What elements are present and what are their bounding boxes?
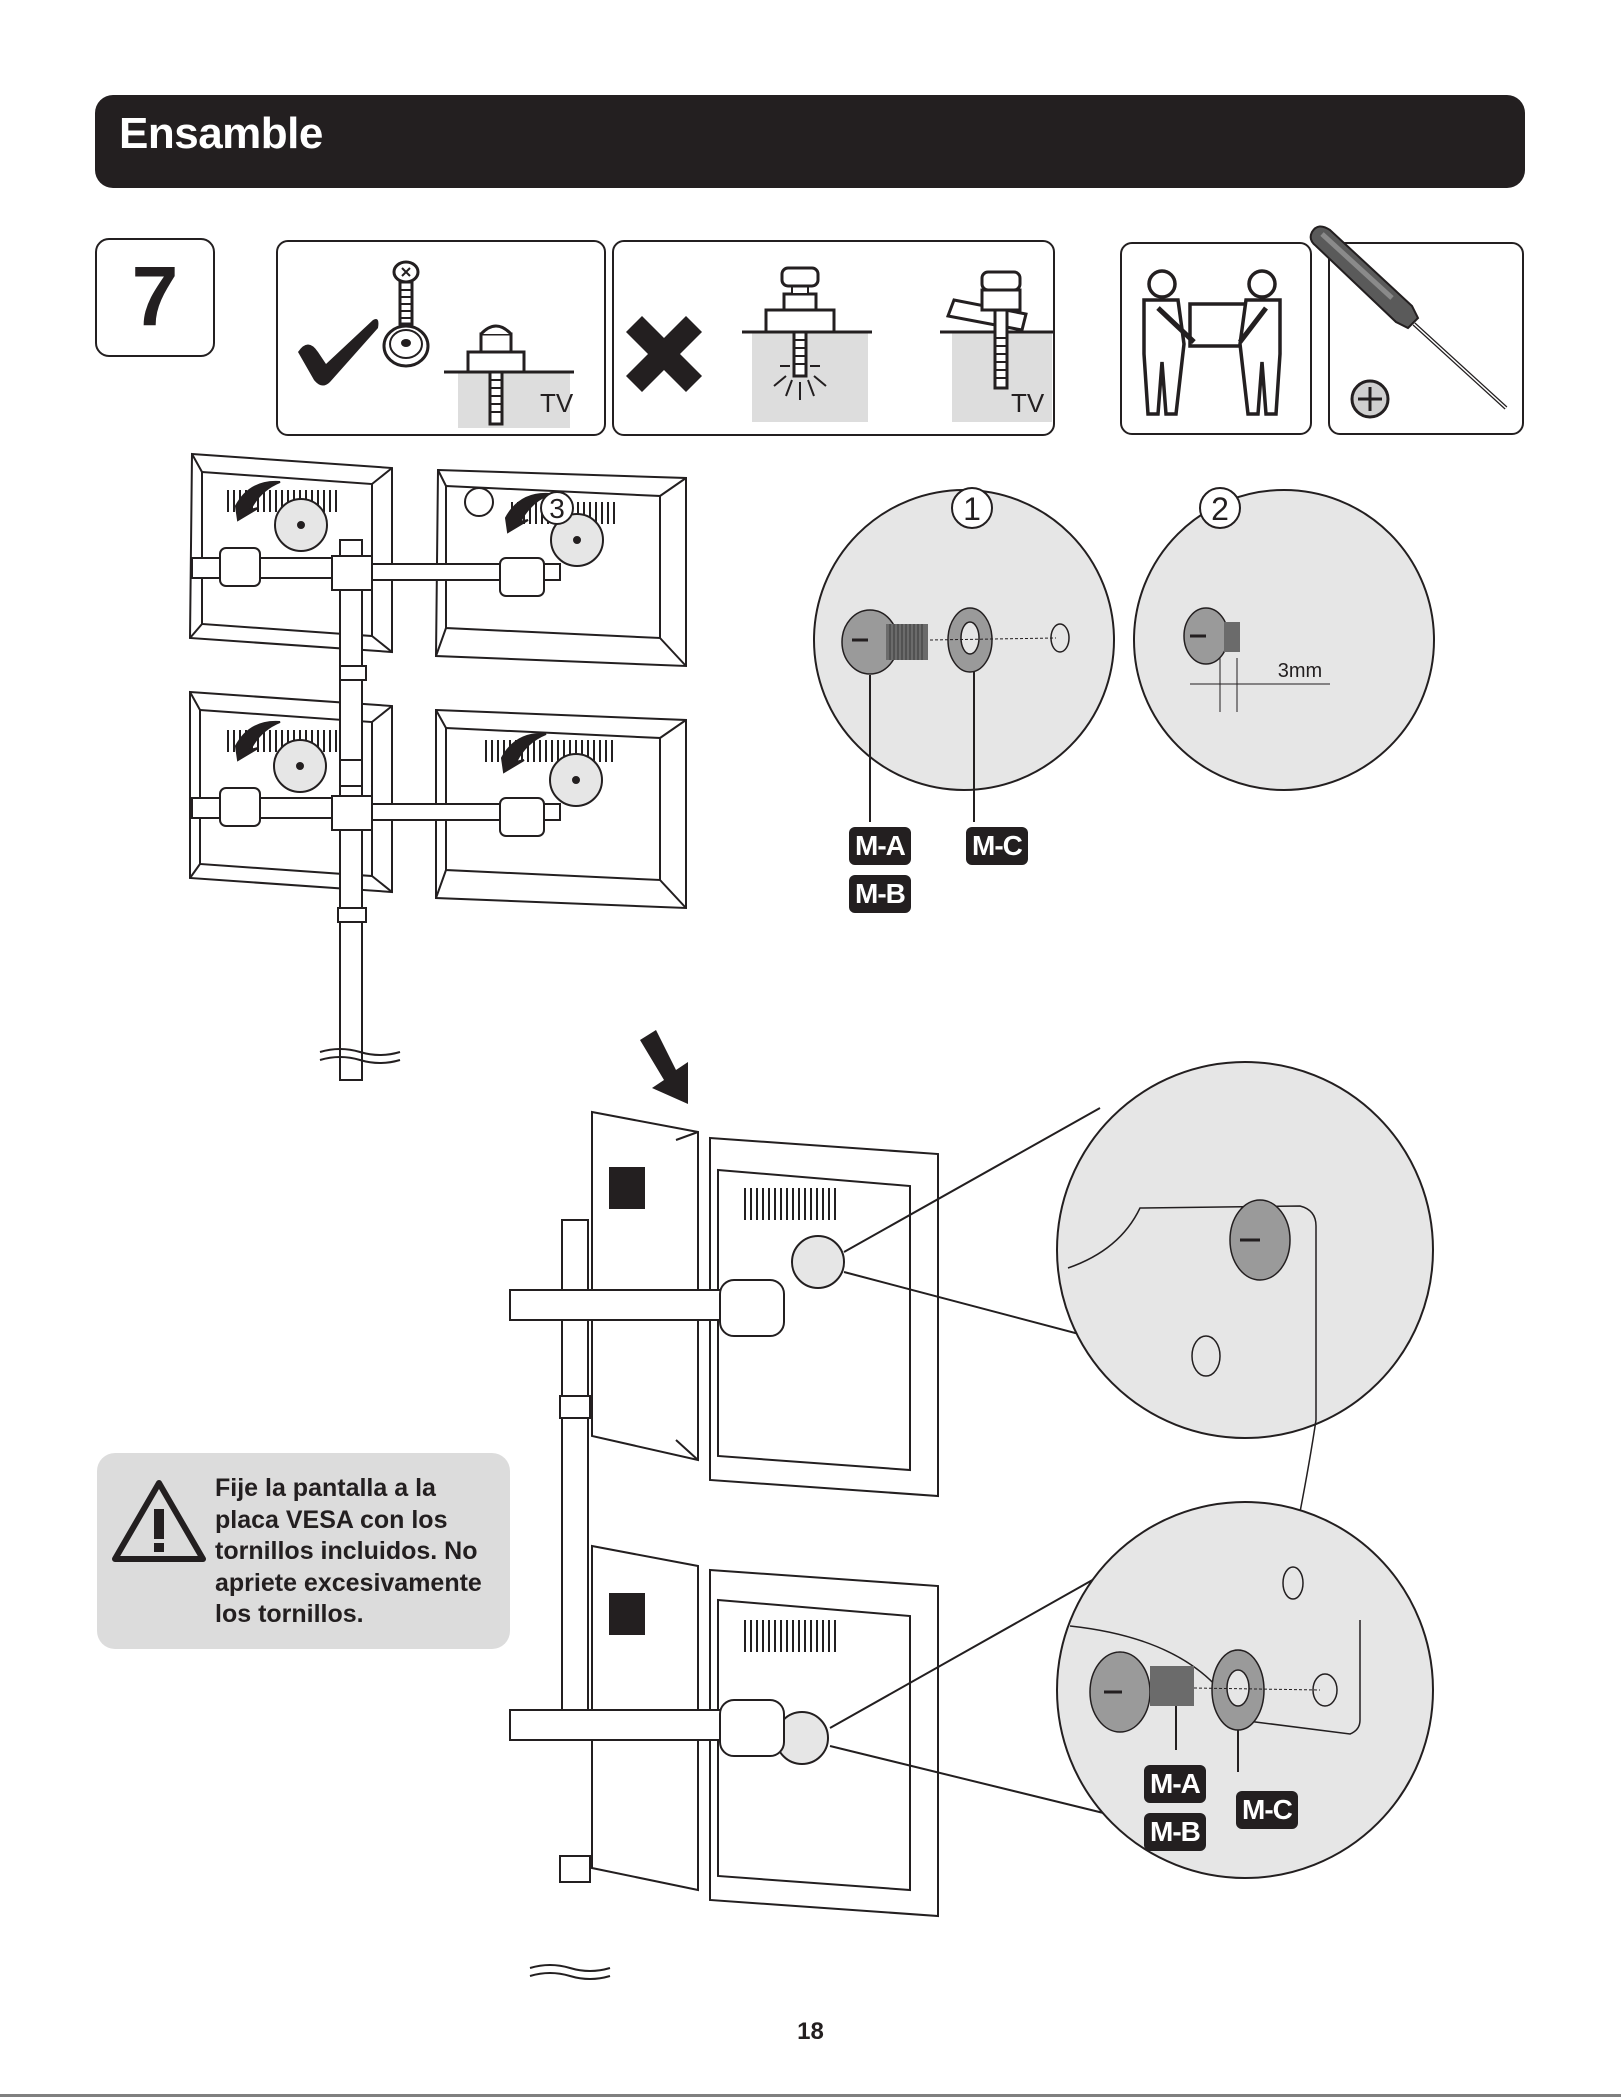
- phillips-screwdriver-icon: [1330, 244, 1526, 437]
- x-icon: [626, 316, 702, 392]
- arrow-down-icon: [640, 1030, 688, 1104]
- two-person-lift-box: [1120, 242, 1312, 435]
- part-label-mc-lower: M-C: [1236, 1791, 1298, 1829]
- tv-label: TV: [540, 388, 573, 419]
- part-label-mb: M-B: [849, 875, 911, 913]
- zoom-detail-upper: [1057, 1062, 1433, 1512]
- step-number-box: 7: [95, 238, 215, 357]
- two-person-lift-icon: [1122, 244, 1314, 437]
- part-label-ma: M-A: [849, 827, 911, 865]
- step-marker-3-label: 3: [549, 493, 565, 524]
- dimension-label: 3mm: [1278, 660, 1322, 682]
- part-label-mc: M-C: [966, 827, 1028, 865]
- page-number: 18: [0, 2018, 1621, 2046]
- assembled-side-view-diagram: [500, 1100, 1500, 2020]
- step-number: 7: [97, 254, 213, 338]
- correct-mounting-box: TV: [276, 240, 606, 436]
- section-header: Ensamble: [95, 95, 1525, 188]
- page-bottom-rule: [0, 2094, 1621, 2097]
- warning-text: Fije la pantalla a la placa VESA con los…: [215, 1473, 505, 1631]
- section-title: Ensamble: [119, 109, 323, 159]
- part-label-mb-lower: M-B: [1144, 1813, 1206, 1851]
- detail-circle-2: [1134, 490, 1434, 790]
- detail-circle-1: [814, 490, 1114, 822]
- part-label-ma-lower: M-A: [1144, 1765, 1206, 1803]
- check-icon: [298, 319, 378, 386]
- screw-icon: [394, 262, 418, 324]
- screw-detail-circles: 1 2 3mm: [830, 470, 1450, 830]
- wrong-mounting-box: TV: [612, 240, 1055, 436]
- tool-requirement-box: [1328, 242, 1524, 435]
- washer-icon: [384, 326, 428, 366]
- four-monitor-assembly-diagram: 3: [180, 440, 840, 1100]
- wrong-mounting-illustration: [614, 242, 1057, 438]
- warning-note: Fije la pantalla a la placa VESA con los…: [97, 1453, 510, 1649]
- tv-label: TV: [1011, 388, 1044, 419]
- warning-triangle-icon: [111, 1479, 207, 1563]
- phillips-head-icon: [1352, 381, 1388, 417]
- detail-marker-1-label: 1: [963, 491, 981, 527]
- detail-marker-2-label: 2: [1211, 491, 1229, 527]
